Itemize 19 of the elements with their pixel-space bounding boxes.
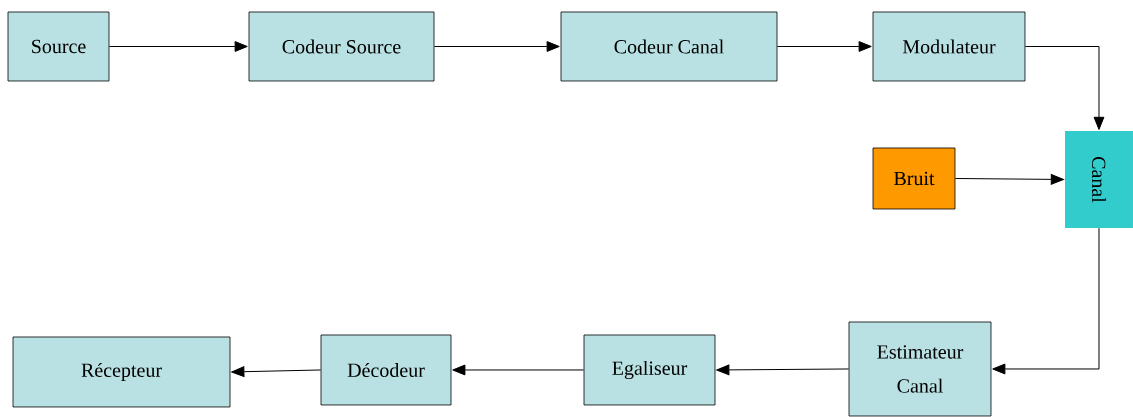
process-box: Estimateur Canal: [848, 321, 992, 417]
arrow: [776, 41, 872, 52]
arrow: [716, 364, 850, 376]
process-box: Décodeur: [320, 334, 452, 406]
process-box: Récepteur: [12, 336, 231, 408]
process-box: Source: [7, 11, 110, 82]
arrow: [231, 366, 322, 378]
arrow: [433, 41, 560, 52]
arrow: [992, 227, 1100, 375]
process-box: Egaliseur: [583, 334, 716, 406]
arrow: [1024, 46, 1105, 130]
arrow: [954, 173, 1064, 185]
process-box: Codeur Source: [248, 11, 435, 82]
arrow: [108, 41, 248, 52]
arrow: [452, 364, 585, 376]
channel-box: Canal: [1065, 131, 1133, 228]
noise-box: Bruit: [872, 147, 956, 210]
process-box: Modulateur: [872, 11, 1026, 82]
process-box: Codeur Canal: [560, 11, 778, 82]
